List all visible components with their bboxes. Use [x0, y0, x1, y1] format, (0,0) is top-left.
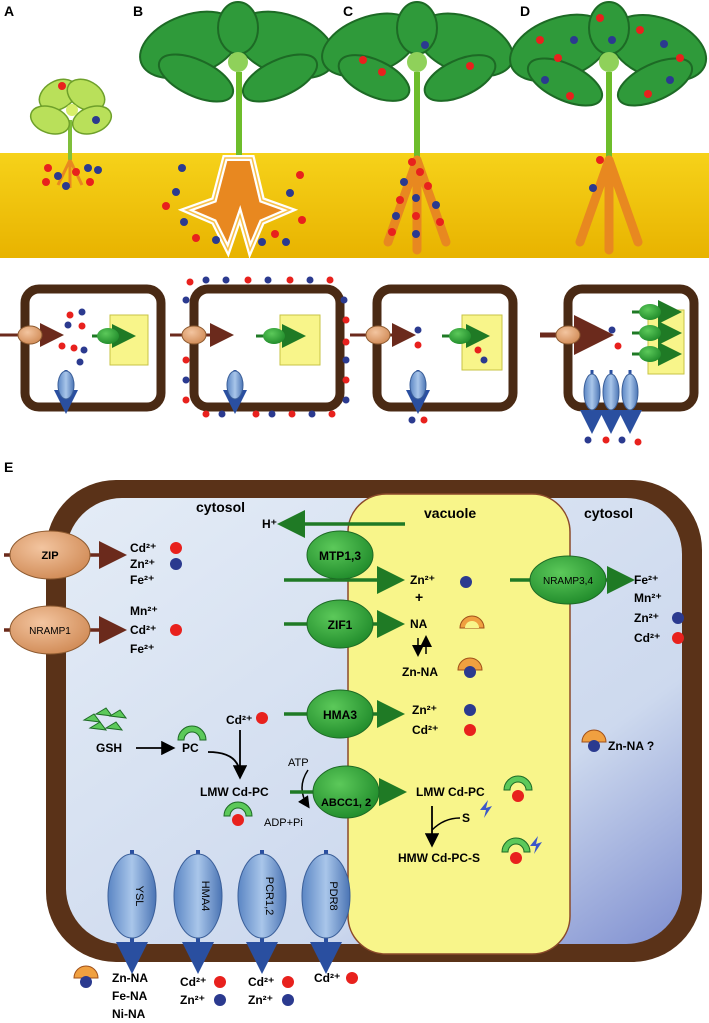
panel-label-c: C [343, 3, 353, 19]
hma3-label: HMA3 [323, 708, 357, 722]
pc-label: PC [182, 741, 199, 755]
plant-a [29, 78, 113, 190]
abcc12-transporter [312, 765, 380, 819]
adp-label: ADP+Pi [264, 817, 303, 829]
zif1-label: ZIF1 [328, 618, 353, 632]
panel-label-e: E [4, 459, 13, 475]
sulfur-bolt-icon-2 [530, 836, 542, 854]
cell-c [350, 284, 518, 424]
vac-na-label: NA [410, 617, 428, 631]
nramp1-ion-2: Cd²⁺ [130, 623, 156, 637]
vac-s-label: S [462, 811, 470, 825]
vac-zn-label: Zn²⁺ [410, 573, 435, 587]
cell-a [0, 284, 166, 414]
cell-b [170, 276, 350, 418]
abcc12-label: ABCC1, 2 [321, 797, 371, 809]
vacuole-body [347, 493, 571, 955]
zif1-transporter [306, 599, 374, 649]
ysl-label: YSL [133, 886, 145, 907]
pcr-transporter: PCR1,2 [237, 850, 287, 974]
ysl-ions: Zn-NA Fe-NA Ni-NA [73, 965, 148, 1021]
cd-cyt-label: Cd²⁺ [226, 713, 252, 727]
ysl-ion-1: Zn-NA [112, 971, 148, 985]
pdr8-ion-1: Cd²⁺ [314, 971, 340, 985]
panel-label-d: D [520, 3, 530, 19]
cell-d [540, 284, 699, 446]
nramp34-ion-2: Mn²⁺ [634, 591, 662, 605]
vac-znna-label: Zn-NA [402, 665, 438, 679]
panel-label-b: B [133, 3, 143, 19]
lmw-cyt-label: LMW Cd-PC [200, 785, 269, 799]
vac-hmw-label: HMW Cd-PC-S [398, 851, 480, 865]
ysl-ion-3: Ni-NA [112, 1007, 146, 1021]
pdr8-ions: Cd²⁺ [314, 971, 358, 985]
vac-lmw-label: LMW Cd-PC [416, 785, 485, 799]
hma4-transporter: HMA4 [173, 850, 223, 974]
mtp13-transporter [306, 530, 374, 580]
ysl-transporter: YSL [107, 850, 157, 974]
nramp34-label: NRAMP3,4 [543, 576, 593, 587]
hma4-ions: Cd²⁺ Zn²⁺ [180, 975, 226, 1007]
zip-ion-3: Fe²⁺ [130, 573, 154, 587]
sulfur-bolt-icon [480, 800, 492, 818]
plant-d [509, 1, 708, 255]
pdr8-transporter: PDR8 [301, 850, 351, 974]
mtp13-label: MTP1,3 [319, 549, 361, 563]
hma4-ion-2: Zn²⁺ [180, 993, 205, 1007]
atp-label: ATP [288, 757, 309, 769]
zip-ion-1: Cd²⁺ [130, 541, 156, 555]
plant-b [139, 1, 336, 259]
ysl-ion-2: Fe-NA [112, 989, 148, 1003]
zip-transporter [9, 530, 91, 580]
znna-question-label: Zn-NA ? [608, 739, 654, 753]
pcr-ions: Cd²⁺ Zn²⁺ [248, 975, 294, 1007]
panel-label-a: A [4, 3, 14, 19]
cell-e: cytosol vacuole cytosol ZIP Cd²⁺ Zn²⁺ Fe… [4, 480, 702, 974]
cell-b-outer-ions [182, 276, 350, 418]
pcr-ion-1: Cd²⁺ [248, 975, 274, 989]
hma4-label: HMA4 [199, 881, 211, 912]
plus-label: + [415, 589, 423, 605]
h-plus-label: H⁺ [262, 517, 277, 531]
nramp34-transporter [529, 555, 607, 605]
vac-hma-cd-label: Cd²⁺ [412, 723, 438, 737]
pcr-label: PCR1,2 [263, 877, 275, 916]
pcr-ion-2: Zn²⁺ [248, 993, 273, 1007]
nramp1-label: NRAMP1 [29, 626, 71, 637]
vacuole-label: vacuole [424, 505, 476, 521]
nramp34-ion-4: Cd²⁺ [634, 631, 660, 645]
zip-label: ZIP [41, 550, 58, 562]
gsh-label: GSH [96, 741, 122, 755]
nramp1-transporter [9, 605, 91, 655]
pdr8-label: PDR8 [327, 881, 339, 910]
hma4-ion-1: Cd²⁺ [180, 975, 206, 989]
nramp34-ion-3: Zn²⁺ [634, 611, 659, 625]
hma3-transporter [306, 689, 374, 739]
nramp1-ion-1: Mn²⁺ [130, 604, 158, 618]
zip-ion-2: Zn²⁺ [130, 557, 155, 571]
plant-c [321, 1, 514, 255]
nramp34-ion-1: Fe²⁺ [634, 573, 658, 587]
cytosol-left-label: cytosol [196, 499, 245, 515]
cytosol-right-label: cytosol [584, 505, 633, 521]
nramp1-ion-3: Fe²⁺ [130, 642, 154, 656]
gsh-glyphs [82, 707, 128, 731]
vac-hma-zn-label: Zn²⁺ [412, 703, 437, 717]
